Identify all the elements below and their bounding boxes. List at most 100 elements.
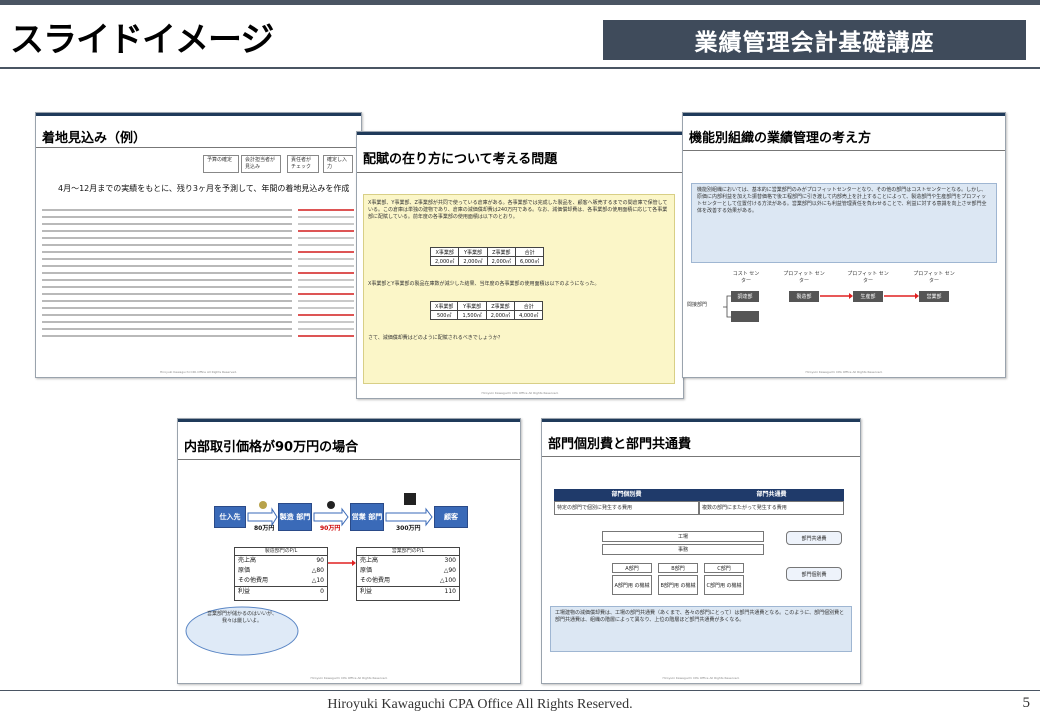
table-row-texture <box>42 328 292 330</box>
table-row-texture <box>42 216 292 218</box>
supplier-node: 仕入先 <box>214 506 246 528</box>
slide-title: 着地見込み（例） <box>42 131 147 146</box>
price-label-3: 300万円 <box>396 525 421 532</box>
table-cell: 1,500㎡ <box>457 310 487 320</box>
table-row-texture <box>298 223 354 225</box>
pl-item: 原価 <box>238 567 251 574</box>
table-row-texture <box>298 279 354 281</box>
step-2: 会計担当者が見込み <box>241 155 281 173</box>
slide-thumbnail-5[interactable]: 部門個別費と部門共通費 部門個別費 部門共通費 特定の部門で個別に発生する費用 … <box>541 418 861 684</box>
slide-thumbnail-2[interactable]: 配賦の在り方について考える問題 X事業部、Y事業部、Z事業部が共同で使っている倉… <box>356 131 684 399</box>
machine-a-box: A部門用 の機械 <box>612 575 652 595</box>
pl-amount: △10 <box>311 577 324 584</box>
step-3: 責任者がチェック <box>287 155 319 173</box>
center-label-4: プロフィット センター <box>913 271 955 284</box>
center-label-1: コスト センター <box>732 271 760 284</box>
course-banner: 業績管理会計基礎講座 <box>603 20 1026 60</box>
slide-title-rule <box>357 172 683 173</box>
table-row-texture <box>42 293 292 295</box>
table-row-texture <box>42 300 292 302</box>
slide-top-line <box>542 419 860 422</box>
factory-box: 工場 <box>602 531 764 542</box>
header-divider <box>0 67 1040 69</box>
table-row-texture <box>42 272 292 274</box>
pl-row: 売上高 90 <box>235 556 327 566</box>
dept-b-box: B部門 <box>658 563 698 573</box>
table-row-texture <box>298 265 354 267</box>
slide-thumbnail-4[interactable]: 内部取引価格が90万円の場合 仕入先 製造 部門 営業 部門 顧客 80万円 9… <box>177 418 521 684</box>
table-row-texture <box>42 335 292 337</box>
pl-row: 原価 △80 <box>235 566 327 576</box>
copyright-footer: Hiroyuki Kawaguchi CPA Office All Rights… <box>327 697 633 712</box>
slide-footer: Hiroyuki Kawaguchi CPA Office All Rights… <box>160 370 237 374</box>
table-row-texture <box>42 265 292 267</box>
table-header: Y事業部 <box>458 247 488 257</box>
pl-row: その他費用 △100 <box>357 576 459 586</box>
slide-title: 配賦の在り方について考える問題 <box>363 152 558 167</box>
slide-thumbnail-1[interactable]: 着地見込み（例） 予算の確定 会計担当者が見込み 責任者がチェック 確定し入力 … <box>35 112 362 378</box>
page-number: 5 <box>1022 695 1031 711</box>
step-4: 確定し入力 <box>323 155 353 173</box>
pl-row: 原価△90 <box>357 566 459 576</box>
center-label-3: プロフィット センター <box>847 271 889 284</box>
office-box: 事務 <box>602 544 764 555</box>
pl-amount: △80 <box>311 567 324 574</box>
pl-item: 原価 <box>360 567 373 574</box>
problem-panel: X事業部、Y事業部、Z事業部が共同で使っている倉庫がある。各事業部では完成した製… <box>363 194 675 384</box>
table-row-texture <box>298 244 354 246</box>
table-cell: 2,000㎡ <box>429 256 460 266</box>
sales-node: 営業 部門 <box>350 503 384 531</box>
indirect-dept-label: 間接部門 <box>687 302 708 308</box>
machine-c-box: C部門用 の機械 <box>704 575 744 595</box>
slide-title: 内部取引価格が90万円の場合 <box>184 440 359 455</box>
table-row-texture <box>42 258 292 260</box>
cost-type-header-1: 部門個別費 <box>554 489 699 501</box>
problem-paragraph-2: X事業部とY事業部の製品在庫数が減少した結果、当年度の各事業部の使用面積は以下の… <box>368 281 600 287</box>
slide-footer: Hiroyuki Kawaguchi CPA Office All Rights… <box>805 370 883 374</box>
slide-thumbnail-3[interactable]: 機能別組織の業績管理の考え方 機能別組織においては、基本的に営業部門のみがプロフ… <box>682 112 1006 378</box>
table-row-texture <box>42 244 292 246</box>
table-row-texture <box>298 272 354 274</box>
table-row-texture <box>298 293 354 295</box>
table-row-texture <box>42 279 292 281</box>
table-row-texture <box>298 216 354 218</box>
slide-title-rule <box>542 456 860 457</box>
table-cell: 2,000㎡ <box>485 310 516 320</box>
table-row-texture <box>298 335 354 337</box>
pl-item: 売上高 <box>238 557 257 564</box>
pl-amount: 110 <box>444 588 456 595</box>
slide-footer: Hiroyuki Kawaguchi CPA Office All Rights… <box>662 676 740 680</box>
concept-text-box: 機能別組織においては、基本的に営業部門のみがプロフィットセンターとなり、その他の… <box>691 183 997 263</box>
customer-node: 顧客 <box>434 506 468 528</box>
table-row-texture <box>298 230 354 232</box>
table-row-texture <box>42 223 292 225</box>
pl-item: その他費用 <box>360 577 391 584</box>
dept-c-box: C部門 <box>704 563 744 573</box>
procurement-box: 調達部 <box>731 291 759 302</box>
callout-common-cost: 部門共通費 <box>786 531 842 545</box>
dept-a-box: A部門 <box>612 563 652 573</box>
table-row-texture <box>298 251 354 253</box>
table-row-texture <box>42 251 292 253</box>
slide-top-line <box>178 419 520 422</box>
cloud-comment: 営業部門が儲かるのはいいが、我々は厳しいよ。 <box>207 611 277 624</box>
table-header: X事業部 <box>429 247 460 257</box>
table-cell: 4,000㎡ <box>514 310 544 320</box>
slide-footer: Hiroyuki Kawaguchi CPA Office All Rights… <box>310 676 388 680</box>
pl-amount: △100 <box>439 577 456 584</box>
flow-arrows <box>247 493 433 527</box>
table-row-texture <box>298 286 354 288</box>
problem-question: さて、減価償却費はどのように配賦されるべきでしょうか？ <box>368 335 503 341</box>
price-label-1: 80万円 <box>254 525 275 532</box>
table-cell: 500㎡ <box>429 310 459 320</box>
table-cell: 6,000㎡ <box>514 256 545 266</box>
pl-amount: 90 <box>316 557 324 564</box>
center-label-2: プロフィット センター <box>783 271 825 284</box>
accounting-box <box>731 311 759 322</box>
table-row-texture <box>298 328 354 330</box>
